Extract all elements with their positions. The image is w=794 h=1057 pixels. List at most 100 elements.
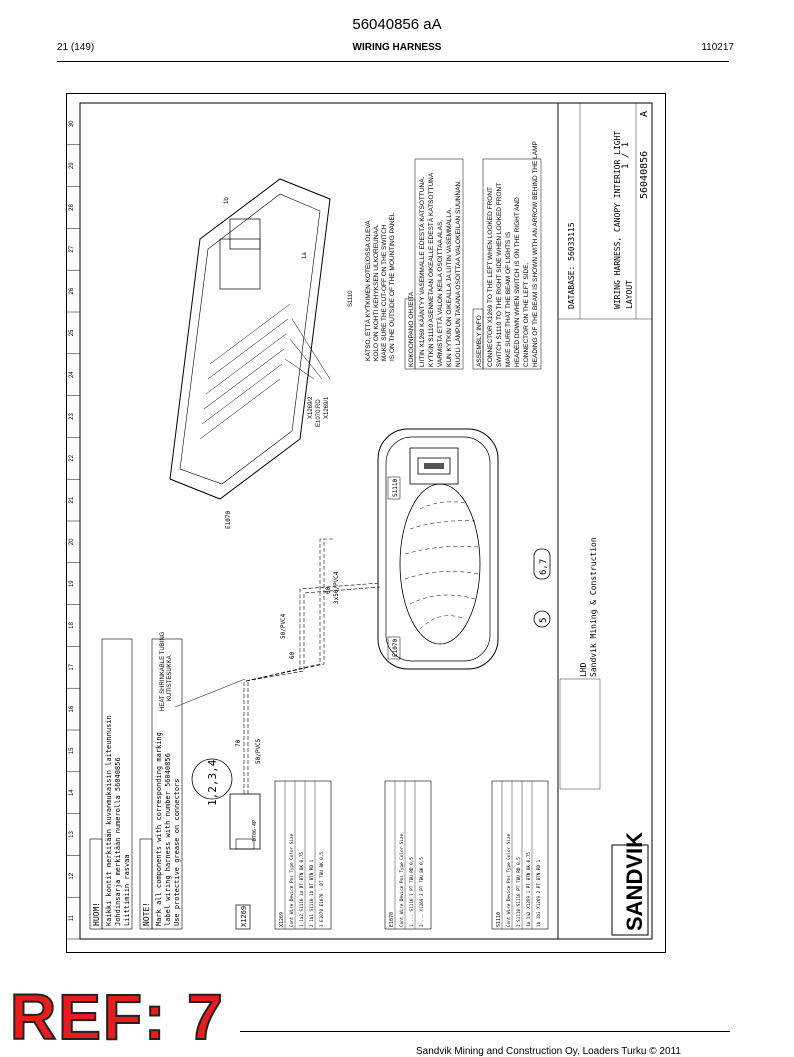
zone-number: 15 [69, 747, 75, 754]
table-row: 2 ... X1269 3 PT TBU BK 0,5 [419, 857, 425, 927]
dim-60: 60 [325, 586, 332, 594]
drawing-title-2: LAYOUT [625, 280, 634, 309]
database-label: DATABASE: 56033115 [567, 222, 576, 309]
zone-number: 13 [69, 831, 75, 838]
table-row: Cont Wire Device Pos Type Color Size [506, 833, 512, 927]
huom-title: HUOM! [92, 902, 101, 926]
table-row: Cont Wire Device Pos Type Color Size [289, 833, 295, 927]
connector-x1269: X1269 DT06-4P 1,2,3,4 70 50/PVC5 HEAT SH… [160, 631, 262, 930]
company-line-2: Sandvik Mining & Construction [589, 537, 598, 677]
en-line-1: MAKE SURE THE CUT-OFF ON THE SWITCH [381, 224, 388, 361]
assembly-title: ASSEMBLY INFO [476, 315, 483, 367]
table-s1110-title: S1110 [496, 912, 502, 927]
callout-1234: 1,2,3,4 [206, 759, 219, 806]
assembly-line-2: SWITCH S1110 TO THE RIGHT SIDE WHEN LOOK… [496, 183, 503, 367]
x1269-1-label: X1269/1 [324, 396, 330, 419]
outer-frame [66, 93, 666, 953]
callout-5: 5 [539, 618, 549, 623]
fi-line-1: KATSO, ETTÄ KYTKIMEN KOTELOSSA OLEVA [364, 220, 372, 361]
title-block: SANDVIK LHD Sandvik Mining & Constructio… [557, 102, 653, 940]
instruction-block: KATSO, ETTÄ KYTKIMEN KOTELOSSA OLEVA KOL… [364, 141, 542, 370]
ref-overlay: REF: 7 [9, 981, 225, 1053]
zone-number: 30 [69, 120, 75, 127]
table-row: 1a 1a2 X1269 1 PT BTN BK 0,75 [526, 852, 532, 927]
kokoonpano-line-2: KYTKIN S1110 ASENNETAAN OIKEALLE EDESTÄ … [427, 172, 435, 367]
zone-number: 19 [69, 580, 75, 587]
zone-number: 18 [69, 622, 75, 629]
sheet-number: 1 / 1 [621, 142, 631, 169]
zone-number: 12 [69, 872, 75, 879]
zone-number: 21 [69, 496, 75, 503]
table-row: 1b 1b1 X1269 2 PT BTN RD 1 [536, 859, 542, 927]
cable-label-c: 50/PVC5 [255, 738, 262, 764]
document-code: 56040856 aA [352, 16, 442, 33]
assembly-line-3: MAKE SURE THAT THE BEAM OF LIGHTS IS [505, 231, 512, 367]
kokoonpano-line-4: KUN KYTKIN ON OIKEALLA JA LIITIN VASEMMA… [446, 208, 453, 367]
zone-number: 27 [69, 245, 75, 252]
callout-1234-circle [191, 758, 233, 800]
zone-number: 20 [69, 538, 75, 545]
table-e1070: E1070 Cont Wire Device Pos Type Color Si… [384, 780, 432, 930]
notes-block: HUOM! Kaikki kontit merkitään kuvanmukai… [89, 638, 183, 930]
huom-line-2: Johdinsarja merkitään numerolla 56040856 [114, 757, 122, 926]
kokoonpano-line-5: NUOLI LAMPUN TAKANA OSOITTAA VALOKEILAN … [455, 180, 462, 367]
fi-line-2: KOLO ON KOHTI KEHYKSEN ULKOREUNAA. [373, 224, 380, 361]
kokoonpano-line-3: VARMISTA ETTÄ VALON KEILA OSOITTAA ALAS, [436, 220, 444, 367]
iso-1b: 1b [224, 197, 230, 204]
kokoonpano-title: KOKOONPANO OHJEITA [408, 291, 415, 367]
zone-number: 24 [69, 371, 75, 378]
zone-number: 17 [69, 663, 75, 670]
table-row: 1 1a2 S1110 1a DT BTN BK 0,75 [299, 852, 305, 927]
company-line-1: LHD [579, 662, 588, 677]
footer-copyright: Sandvik Mining and Construction Oy, Load… [416, 1046, 681, 1057]
dim-60b: 60 [289, 651, 296, 659]
date-code: 110217 [701, 42, 734, 53]
e1070-rd-label: E1070:RD [316, 399, 322, 427]
zone-number: 11 [69, 914, 75, 921]
kokoonpano-line-1: LIITIN X1269 KÄÄNTYY VASEMMALLE EDESTÄ K… [418, 176, 426, 367]
table-row: 1 S1110 S1110 PT TBU RD 0,5 [516, 857, 522, 927]
heat-shrink-label: HEAT SHRINKABLE TUBING [160, 631, 166, 711]
note-line-1: Mark all components with corresponding m… [155, 732, 163, 926]
lamp-isometric-view: E1070 1a 1b S1110 X1269/2 E1070:RD X1269… [169, 178, 354, 529]
cable-label-a: 3x50/PVC4 [333, 571, 340, 604]
assembly-line-6: HEADING OF THE BEAM IS SHOWN WITH AN ARR… [532, 141, 539, 367]
page-number: 21 (149) [57, 42, 95, 53]
rotated-sheet: HUOM! Kaikki kontit merkitään kuvanmukai… [89, 102, 653, 940]
iso-1a: 1a [302, 252, 308, 259]
drawing-number: 56040856 [639, 151, 650, 199]
zone-number: 28 [69, 204, 75, 211]
assembly-line-4: HEADED DOWN WHEN SWITCH IS ON THE RIGHT … [514, 197, 521, 367]
dt-label: DT06-4P [252, 820, 258, 841]
drawing-svg: 1112131415161718192021222324252627282930… [66, 93, 666, 953]
heat-shrink-label-fi: KUTISTESUKKA [167, 655, 173, 701]
note-title: NOTE! [142, 902, 151, 926]
lamp-front-view: E1070 S1110 5 6,7 [377, 428, 551, 670]
e1070-label: E1070 [392, 639, 399, 657]
drawing-rev: A [639, 111, 650, 117]
x1269-2-label: X1269/2 [308, 396, 314, 419]
zone-number: 16 [69, 705, 75, 712]
s1110-label: S1110 [392, 479, 399, 497]
zone-number: 26 [69, 287, 75, 294]
table-row: 3 E1070 E1070 - DT TBU BK 0,5 [319, 852, 325, 927]
dim-70: 70 [235, 739, 242, 747]
table-row: Cont Wire Device Pos Type Color Size [399, 833, 405, 927]
iso-e1070: E1070 [225, 511, 232, 529]
table-row: 1 ... S1110 1 PT TBU RD 0,5 [409, 857, 415, 927]
huom-line-1: Kaikki kontit merkitään kuvanmukaisin la… [105, 715, 113, 926]
note-line-2: label wiring harness with number 5604085… [164, 753, 172, 926]
assembly-line-1: CONNECTOR X1269 TO THE LEFT WHEN LOOKED … [487, 187, 494, 367]
table-x1269: X1269 Cont Wire Device Pos Type Color Si… [274, 780, 332, 930]
drawing-title-1: WIRING HARNESS, CANOPY INTERIOR LIGHT [613, 131, 622, 309]
footer-rule [240, 1031, 730, 1032]
cable-label-b: 50/PVC4 [280, 613, 287, 639]
table-e1070-title: E1070 [389, 912, 395, 927]
huom-line-3: Liittimiin rasvaa [123, 854, 131, 926]
zone-number: 29 [69, 162, 75, 169]
zone-number: 14 [69, 789, 75, 796]
x1269-label: X1269 [240, 906, 248, 927]
cable-routing: 60 3x50/PVC4 60 50/PVC4 [245, 538, 381, 682]
